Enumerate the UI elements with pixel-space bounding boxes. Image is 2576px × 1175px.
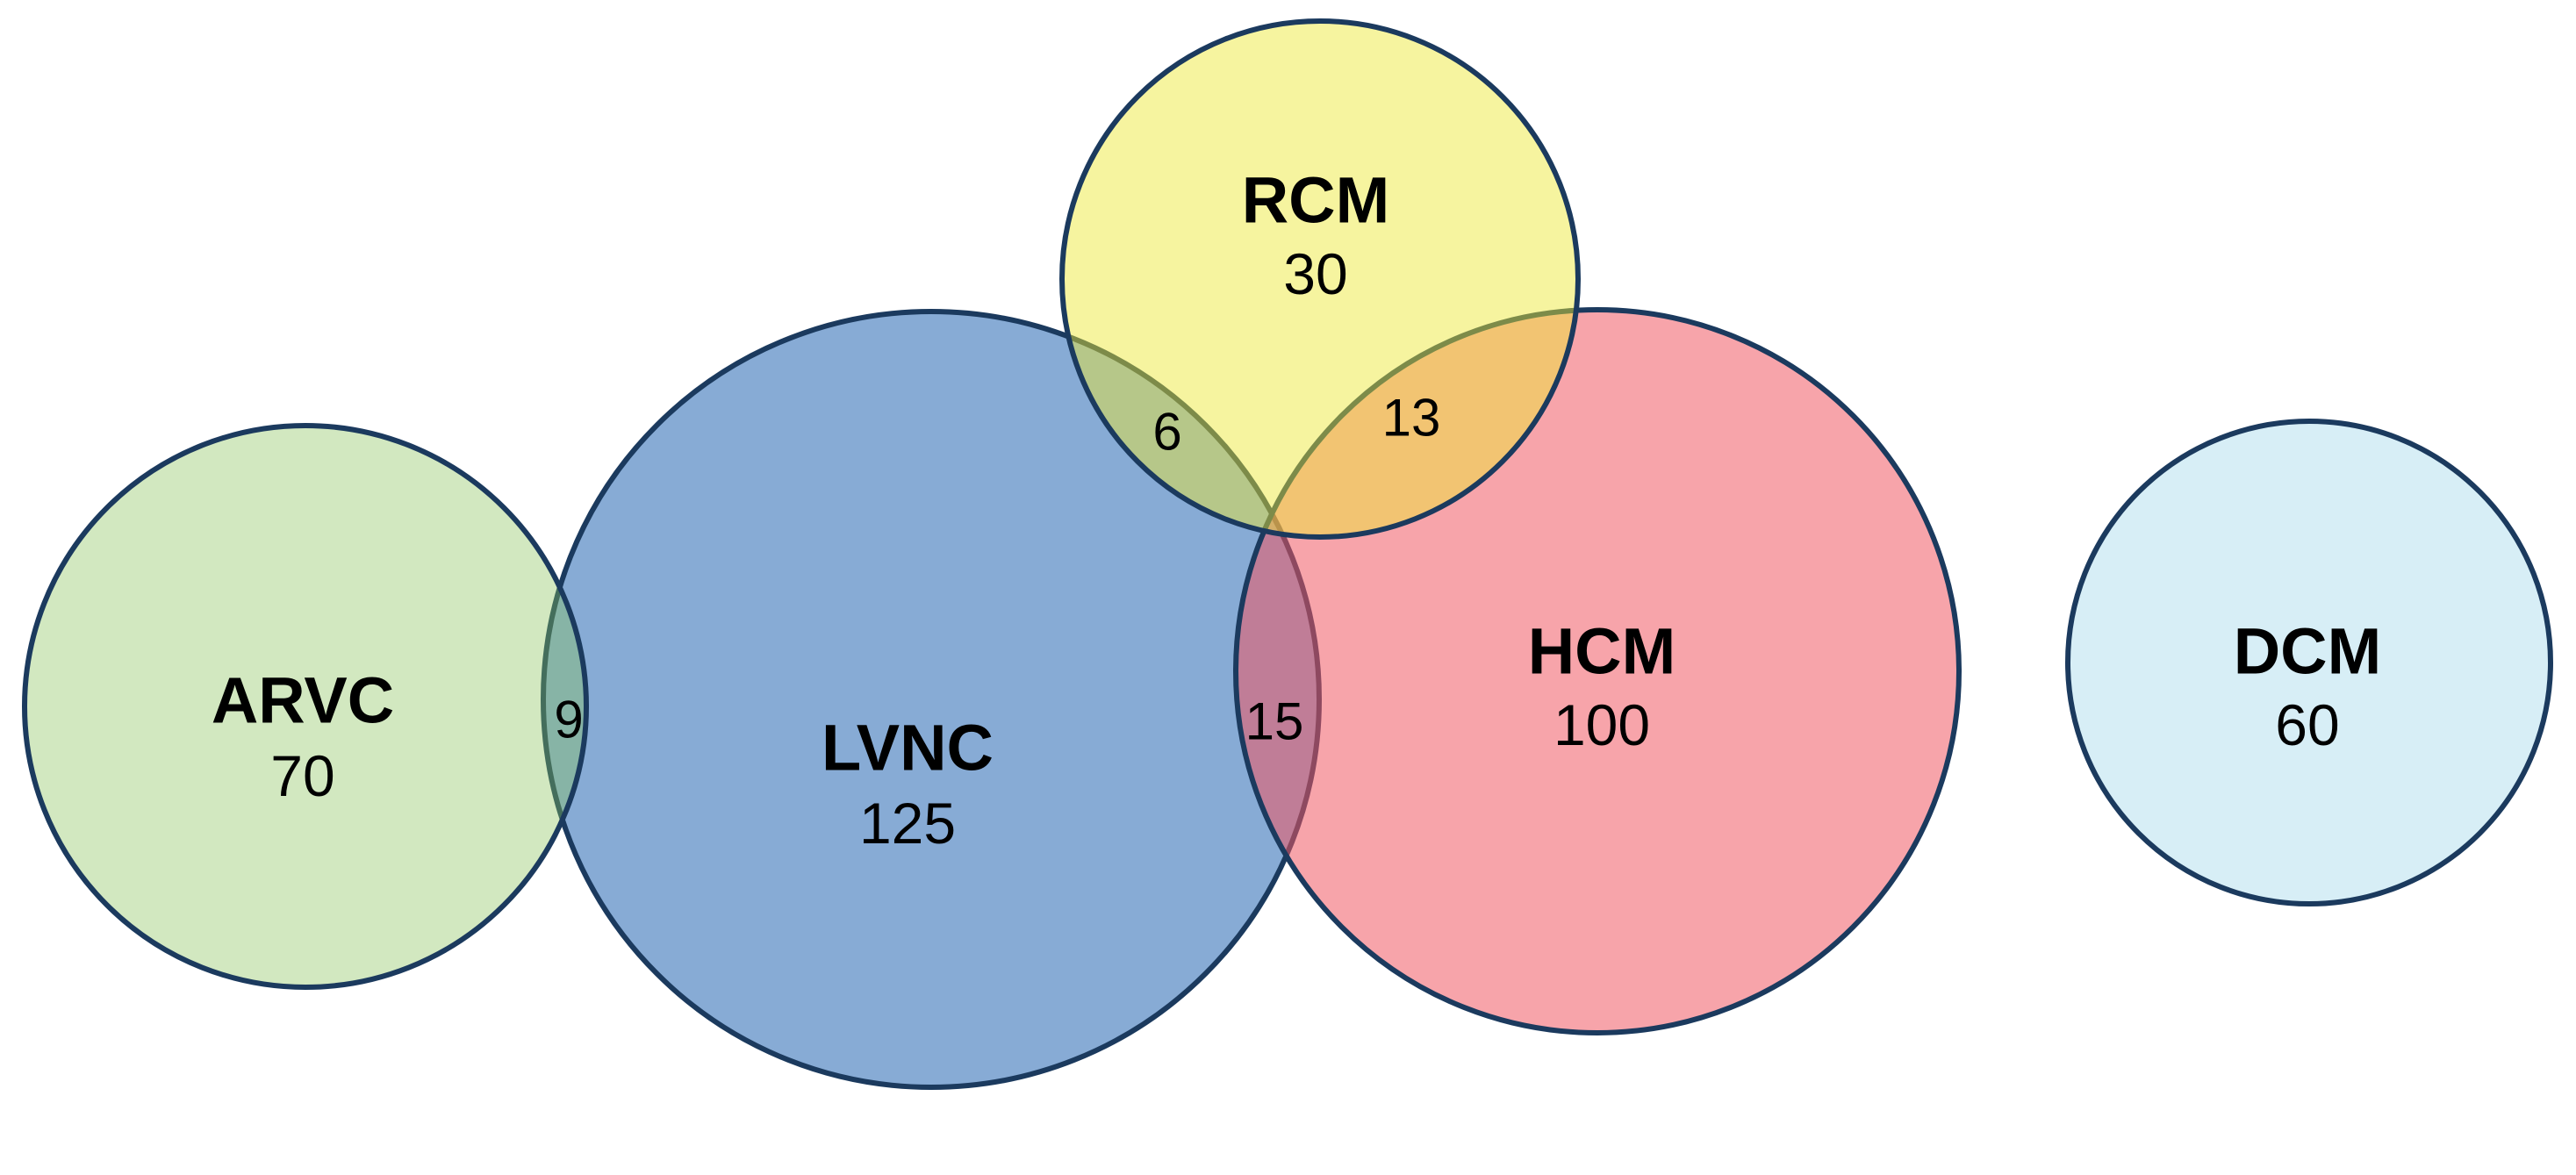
overlap-value-lvnc-rcm: 6	[1152, 403, 1181, 462]
set-value-hcm: 100	[1553, 692, 1650, 757]
circle-rcm	[1059, 18, 1581, 540]
circle-dcm	[2065, 419, 2553, 906]
set-label-dcm: DCM	[2234, 615, 2382, 688]
overlap-value-lvnc-hcm: 15	[1245, 692, 1304, 751]
set-label-arvc: ARVC	[212, 664, 394, 737]
set-value-dcm: 60	[2275, 692, 2339, 757]
set-value-lvnc: 125	[859, 791, 956, 856]
set-value-arvc: 70	[270, 743, 334, 808]
overlap-value-rcm-hcm: 13	[1382, 389, 1441, 448]
set-value-rcm: 30	[1283, 241, 1347, 306]
set-label-hcm: HCM	[1528, 615, 1676, 688]
circle-hcm	[1233, 307, 1962, 1035]
circle-arvc	[22, 423, 589, 990]
set-label-lvnc: LVNC	[822, 712, 994, 785]
set-label-rcm: RCM	[1242, 164, 1390, 237]
overlap-value-arvc-lvnc: 9	[554, 691, 583, 749]
